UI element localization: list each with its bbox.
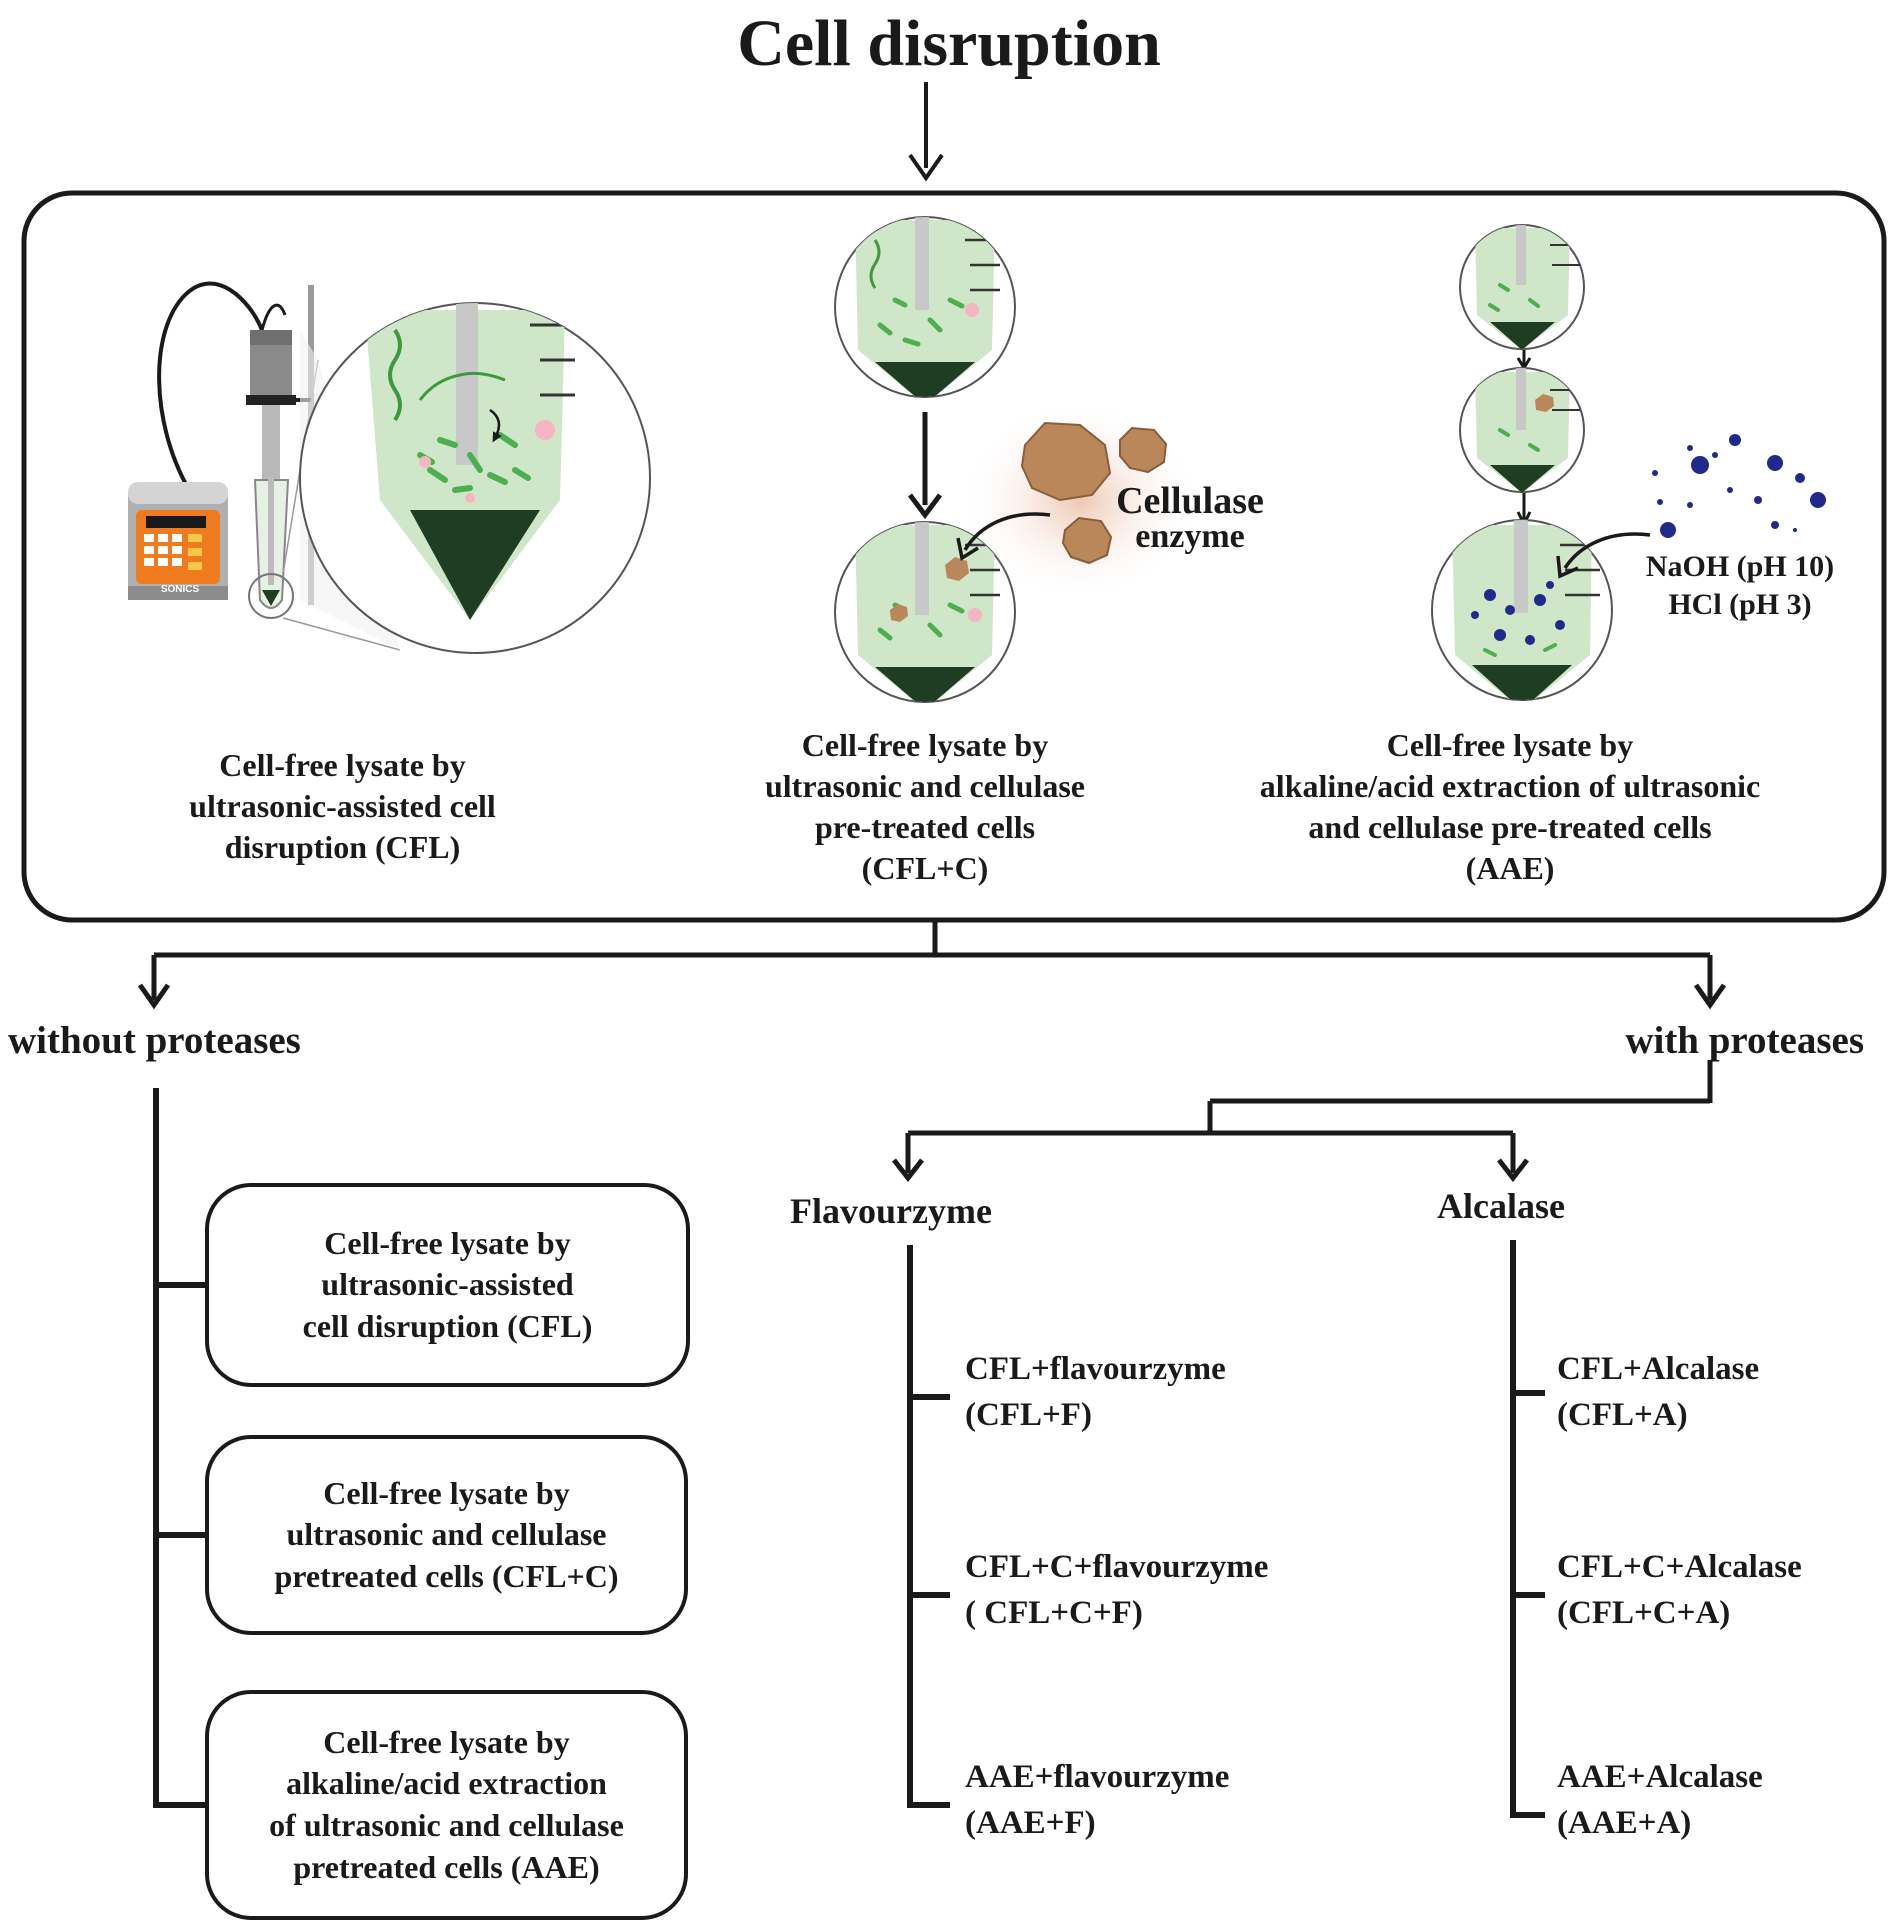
caption-line: and cellulase pre-treated cells: [1308, 808, 1712, 845]
alcalase-tree: [1510, 1240, 1545, 1818]
without-item-aae: Cell-free lysate by alkaline/acid extrac…: [205, 1690, 688, 1920]
without-proteases-tree: [153, 1088, 205, 1808]
alcalase-item-cfl: CFL+Alcalase (CFL+A): [1557, 1347, 1759, 1438]
box-line: pretreated cells (CFL+C): [274, 1557, 619, 1594]
box-line: ultrasonic-assisted: [321, 1266, 574, 1303]
flavourzyme-item-cfl: CFL+flavourzyme (CFL+F): [965, 1347, 1226, 1438]
alcalase-item-cfl-c: CFL+C+Alcalase (CFL+C+A): [1557, 1545, 1802, 1636]
item-line: AAE+Alcalase: [1557, 1759, 1763, 1795]
alcalase-item-aae: AAE+Alcalase (AAE+A): [1557, 1755, 1763, 1846]
item-line: (CFL+F): [965, 1396, 1092, 1433]
box-line: cell disruption (CFL): [302, 1307, 593, 1344]
box-text: Cell-free lysate by ultrasonic-assisted …: [303, 1223, 593, 1348]
item-line: CFL+C+flavourzyme: [965, 1549, 1269, 1585]
item-line: (AAE+F): [965, 1804, 1096, 1841]
caption-line: disruption (CFL): [224, 828, 461, 865]
caption-line: Cell-free lysate by: [1386, 727, 1634, 763]
protease-branch-connector: [137, 920, 1727, 1010]
without-proteases-label: without proteases: [8, 1019, 301, 1062]
naoh-label: NaOH (pH 10): [1645, 550, 1835, 583]
box-line: Cell-free lysate by: [323, 1474, 570, 1511]
enzyme-particle: [1119, 426, 1168, 474]
item-line: AAE+flavourzyme: [965, 1759, 1230, 1795]
caption-line: (AAE): [1465, 849, 1555, 886]
caption-line: pre-treated cells: [814, 808, 1036, 845]
item-line: CFL+Alcalase: [1557, 1351, 1760, 1387]
caption-line: ultrasonic-assisted cell: [189, 787, 496, 824]
flavourzyme-item-cfl-c: CFL+C+flavourzyme ( CFL+C+F): [965, 1545, 1268, 1636]
enzyme-particle: [1020, 421, 1112, 502]
caption-line: ultrasonic and cellulase: [764, 767, 1085, 804]
enzyme-particle: [1061, 516, 1113, 565]
flavourzyme-label: Flavourzyme: [790, 1191, 992, 1231]
alcalase-label: Alcalase: [1437, 1186, 1565, 1226]
alkaline-acid-process-illustration: [1431, 224, 1826, 701]
item-line: CFL+C+Alcalase: [1557, 1549, 1802, 1585]
device-brand-label: SONICS: [160, 584, 200, 595]
caption-line: alkaline/acid extraction of ultrasonic: [1259, 767, 1761, 804]
hcl-label: HCl (pH 3): [1668, 588, 1812, 621]
with-proteases-label: with proteases: [1625, 1019, 1864, 1062]
item-line: ( CFL+C+F): [965, 1594, 1143, 1631]
method-caption-aae: Cell-free lysate by alkaline/acid extrac…: [1210, 725, 1810, 889]
ion-particles: [1652, 434, 1826, 538]
cellulase-line: Cellulase: [1116, 480, 1264, 522]
item-line: (CFL+C+A): [1557, 1594, 1731, 1631]
box-line: ultrasonic and cellulase: [286, 1516, 607, 1553]
caption-line: (CFL+C): [861, 849, 989, 886]
box-line: alkaline/acid extraction: [286, 1765, 607, 1802]
flavourzyme-tree: [907, 1245, 950, 1808]
cellulase-line: enzyme: [1135, 518, 1245, 555]
box-line: pretreated cells (AAE): [293, 1848, 600, 1885]
item-line: CFL+flavourzyme: [965, 1351, 1226, 1387]
box-line: Cell-free lysate by: [323, 1723, 570, 1760]
methods-panel: [21, 190, 1887, 923]
caption-line: Cell-free lysate by: [801, 727, 1049, 763]
without-item-cfl-c: Cell-free lysate by ultrasonic and cellu…: [205, 1435, 688, 1635]
without-item-cfl: Cell-free lysate by ultrasonic-assisted …: [205, 1183, 690, 1387]
box-line: Cell-free lysate by: [324, 1224, 571, 1261]
method-caption-cfl-c: Cell-free lysate by ultrasonic and cellu…: [725, 725, 1125, 889]
flavourzyme-item-aae: AAE+flavourzyme (AAE+F): [965, 1755, 1229, 1846]
with-proteases-tree: [892, 1060, 1713, 1183]
item-line: (CFL+A): [1557, 1396, 1688, 1433]
box-text: Cell-free lysate by ultrasonic and cellu…: [274, 1473, 618, 1598]
magnified-tube-cfl: [299, 302, 651, 654]
top-arrow: [908, 82, 944, 182]
cellulase-process-illustration: [834, 216, 1200, 703]
box-line: of ultrasonic and cellulase: [269, 1807, 624, 1843]
method-caption-cfl: Cell-free lysate by ultrasonic-assisted …: [150, 745, 535, 868]
diagram-title: Cell disruption: [737, 7, 1161, 80]
item-line: (AAE+A): [1557, 1804, 1692, 1841]
caption-line: Cell-free lysate by: [219, 747, 466, 783]
box-text: Cell-free lysate by alkaline/acid extrac…: [269, 1722, 624, 1888]
cellulase-enzyme-label: Cellulase enzyme: [1105, 482, 1275, 554]
